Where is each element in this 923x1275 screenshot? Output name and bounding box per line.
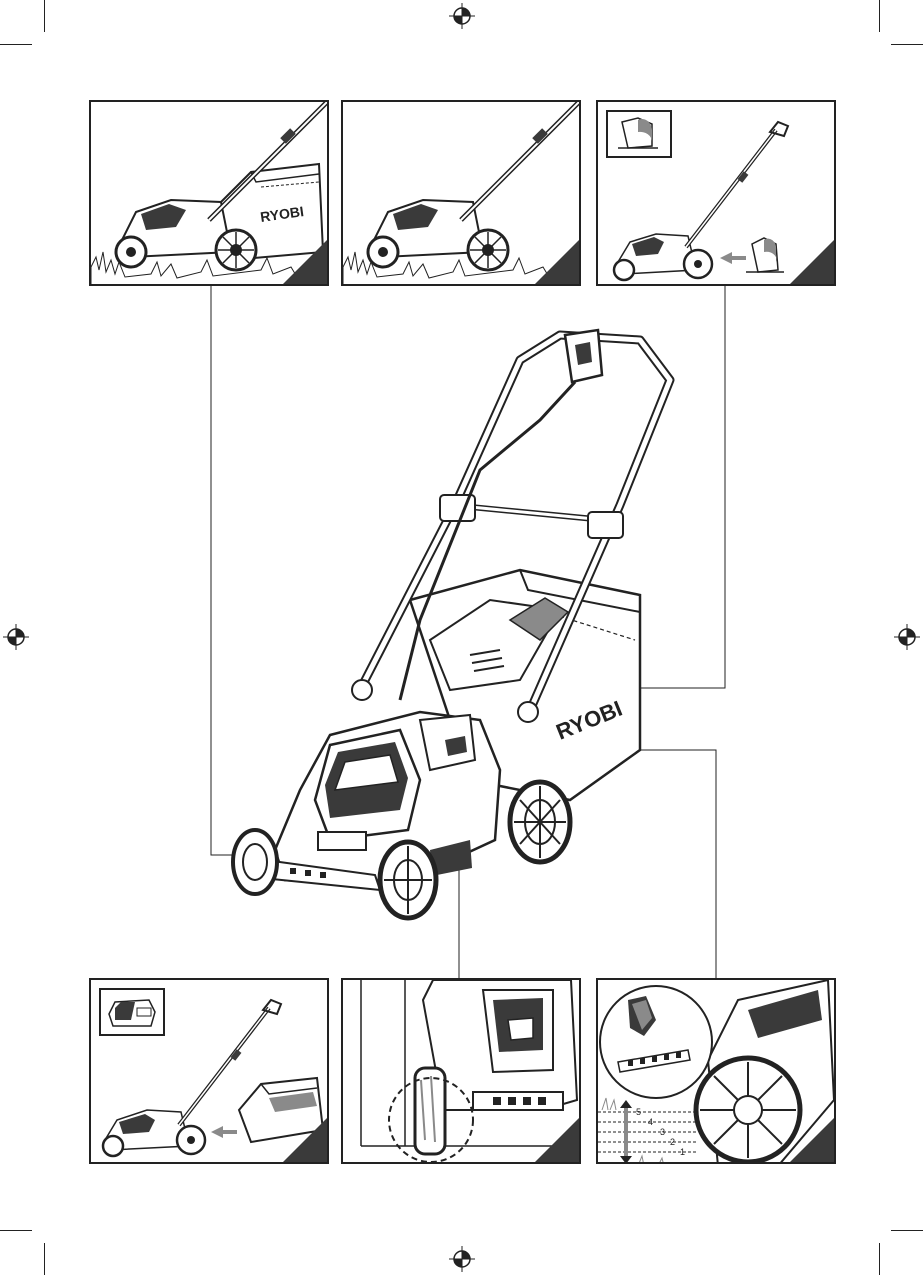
page-corner-icon bbox=[789, 1117, 835, 1163]
arrow-left-icon bbox=[211, 1126, 237, 1138]
panel-front-wheel-detail bbox=[341, 978, 581, 1164]
height-label-5: 5 bbox=[636, 1107, 641, 1117]
page-corner-icon bbox=[282, 1117, 328, 1163]
height-label-4: 4 bbox=[648, 1117, 653, 1127]
height-label-1: 1 bbox=[680, 1147, 685, 1157]
page-corner-icon bbox=[534, 1117, 580, 1163]
panel-catcher-attachment bbox=[89, 978, 329, 1164]
height-label-2: 2 bbox=[670, 1137, 675, 1147]
panel-height-adjustment: 5 4 3 2 1 bbox=[596, 978, 836, 1164]
height-label-3: 3 bbox=[660, 1127, 665, 1137]
